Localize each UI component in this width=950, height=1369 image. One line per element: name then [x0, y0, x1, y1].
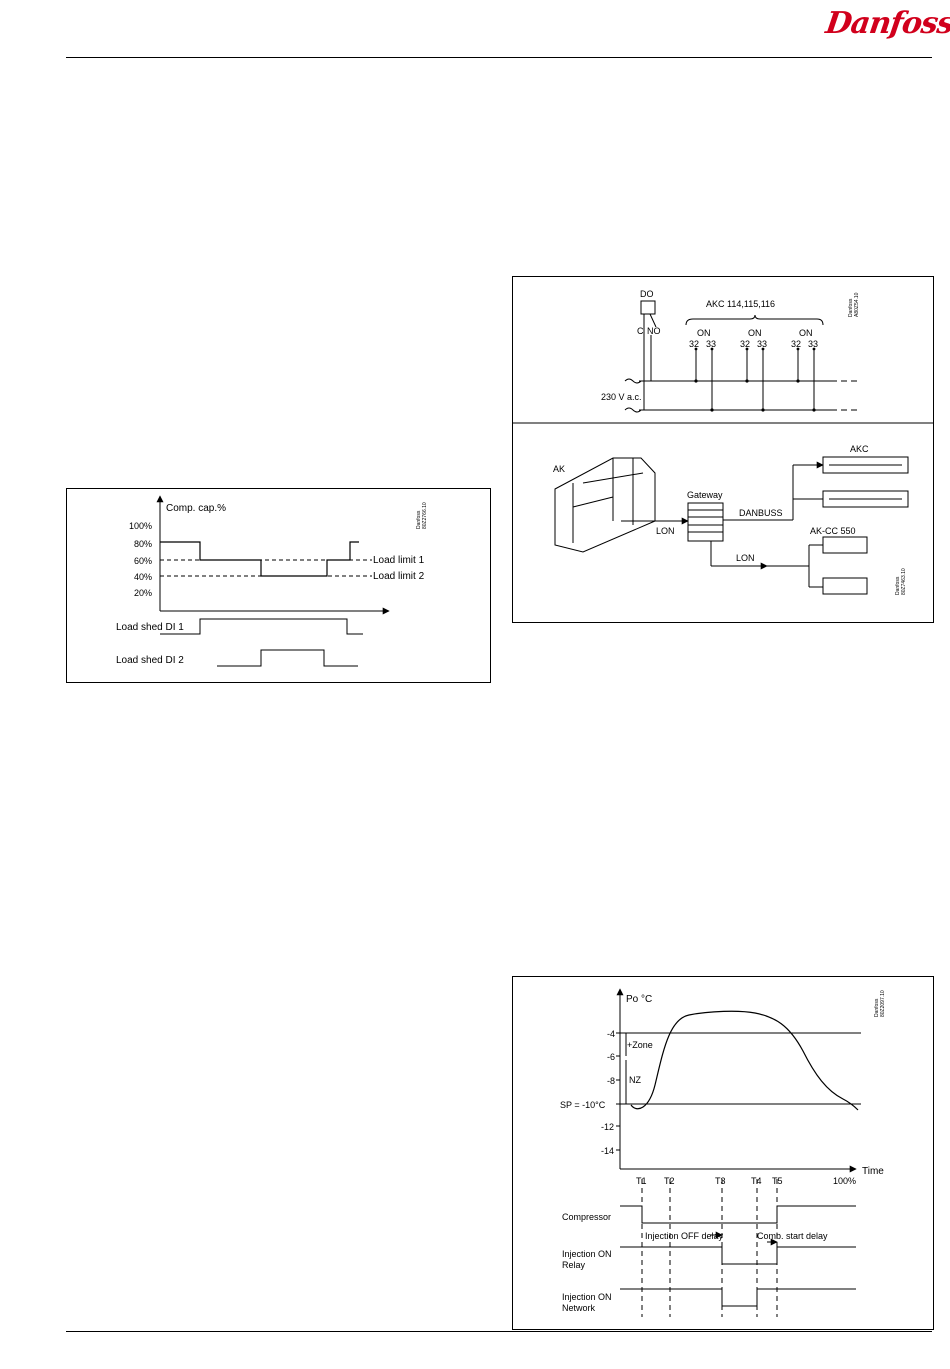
akc-device — [822, 456, 909, 508]
x-axis-title: Time — [862, 1166, 884, 1177]
footer-rule — [66, 1331, 932, 1332]
comb-start-delay-label: Comb. start delay — [757, 1231, 828, 1241]
di2-label: Load shed DI 2 — [116, 655, 184, 666]
gateway-device — [687, 502, 724, 542]
on-label: ON — [748, 328, 762, 338]
network-label: Network — [562, 1303, 596, 1313]
load-shed-diagram: Comp. cap.% 100% 80% 60% 40% 20% Load li… — [66, 488, 491, 683]
supply-label: 230 V a.c. — [601, 392, 642, 402]
drawing-code: A80Z54.10 — [854, 292, 860, 317]
tick-label: -14 — [601, 1146, 614, 1156]
akcc-label: AK-CC 550 — [810, 526, 856, 536]
terminal-label: 32 — [791, 339, 801, 349]
akcc-box — [822, 536, 868, 554]
y-axis-title: Po °C — [626, 994, 652, 1005]
zone-label: +Zone — [627, 1040, 653, 1050]
inj-off-delay-label: Injection OFF delay — [645, 1231, 724, 1241]
danbuss-label: DANBUSS — [739, 508, 783, 518]
relay-label: Relay — [562, 1260, 586, 1270]
c-terminal: C — [637, 326, 644, 336]
akc-label: AKC 114,115,116 — [706, 299, 775, 309]
drawing-code: Danfoss — [895, 576, 901, 595]
t-label: 100% — [833, 1176, 856, 1186]
danfoss-logo: Danfoss — [823, 6, 950, 41]
drawing-code: 80Z7463.10 — [901, 568, 907, 595]
lon-label-2: LON — [736, 553, 755, 563]
level-label: 20% — [134, 588, 152, 598]
ak-label: AK — [553, 464, 565, 474]
t-label: T2 — [664, 1176, 675, 1186]
tick-label: -12 — [601, 1122, 614, 1132]
wiring-network-diagram: DO C NO AKC 114,115,116 ON ON ON 32 33 3… — [512, 276, 934, 623]
tick-label: -6 — [607, 1052, 615, 1062]
t-label: T1 — [636, 1176, 647, 1186]
ak-controller — [554, 457, 656, 553]
do-label: DO — [640, 289, 654, 299]
di1-label: Load shed DI 1 — [116, 622, 184, 633]
limit2-label: Load limit 2 — [373, 571, 425, 582]
drawing-code: Danfoss — [874, 998, 880, 1017]
terminal-label: 33 — [757, 339, 767, 349]
level-label: 100% — [129, 521, 152, 531]
injection-timing-diagram: Po °C Time -4 -6 -8 SP = -10°C -12 -14 +… — [512, 976, 934, 1330]
drawing-code: 80Z2097.10 — [880, 990, 886, 1017]
on-label: ON — [697, 328, 711, 338]
drawing-code: Danfoss — [416, 510, 422, 529]
tick-label: -4 — [607, 1029, 615, 1039]
no-terminal: NO — [647, 326, 661, 336]
t-label: T4 — [751, 1176, 762, 1186]
network-label: Injection ON — [562, 1292, 612, 1302]
on-label: ON — [799, 328, 813, 338]
terminal-label: 33 — [706, 339, 716, 349]
level-label: 60% — [134, 556, 152, 566]
compressor-label: Compressor — [562, 1212, 611, 1222]
level-label: 80% — [134, 539, 152, 549]
terminal-label: 33 — [808, 339, 818, 349]
load-shed-svg: Comp. cap.% 100% 80% 60% 40% 20% Load li… — [116, 495, 428, 667]
lon-label: LON — [656, 526, 675, 536]
terminal-label: 32 — [740, 339, 750, 349]
wiring-svg: DO C NO AKC 114,115,116 ON ON ON 32 33 3… — [513, 289, 933, 595]
header-rule — [66, 57, 932, 58]
nz-label: NZ — [629, 1075, 641, 1085]
limit1-label: Load limit 1 — [373, 555, 425, 566]
tick-label: -8 — [607, 1076, 615, 1086]
akc-device-label: AKC — [850, 444, 869, 454]
y-axis-title: Comp. cap.% — [166, 503, 226, 514]
timing-svg: Po °C Time -4 -6 -8 SP = -10°C -12 -14 +… — [560, 988, 886, 1317]
level-label: 40% — [134, 572, 152, 582]
relay-label: Injection ON — [562, 1249, 612, 1259]
t-label: T3 — [715, 1176, 726, 1186]
tick-label: SP = -10°C — [560, 1100, 606, 1110]
terminal-label: 32 — [689, 339, 699, 349]
gateway-label: Gateway — [687, 490, 723, 500]
drawing-code: Danfoss — [848, 298, 854, 317]
akcc-box — [822, 577, 868, 595]
drawing-code: 80Z2766.10 — [422, 502, 428, 529]
